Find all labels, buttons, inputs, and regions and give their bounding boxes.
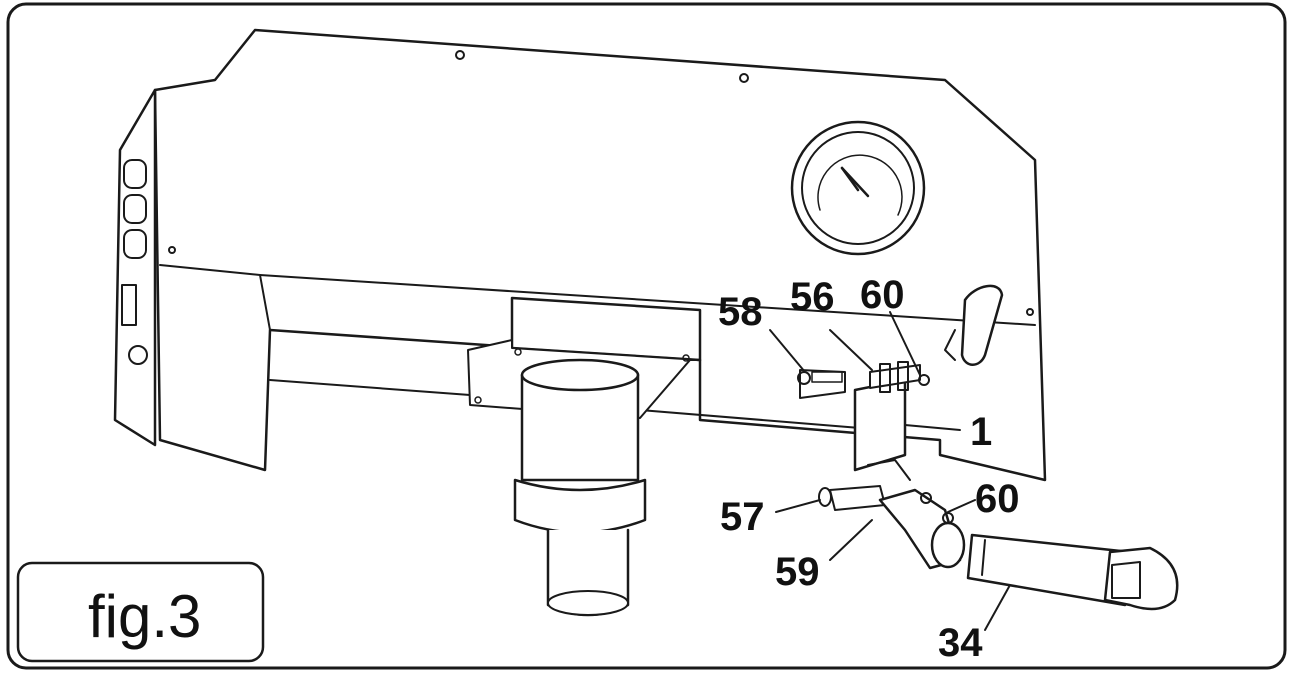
- callout-1: 1: [970, 410, 992, 454]
- valve-block: [797, 361, 930, 472]
- callout-57: 57: [720, 495, 765, 539]
- pressure-gauge: [790, 120, 926, 256]
- figure-caption-text: fig.3: [88, 583, 201, 650]
- spindle-column: [467, 296, 702, 617]
- callout-34: 34: [938, 621, 983, 665]
- callout-60-bottom: 60: [975, 477, 1020, 521]
- callout-58: 58: [718, 290, 763, 334]
- vent-slots: [121, 159, 148, 365]
- figure-frame: [6, 2, 1287, 670]
- callout-56: 56: [790, 275, 835, 319]
- pipe-fittings: [818, 459, 966, 570]
- hydraulic-cylinder: [966, 533, 1179, 611]
- figure-caption: fig.3: [16, 561, 265, 663]
- callout-59: 59: [775, 550, 820, 594]
- side-handle: [944, 284, 1004, 366]
- leader-lines: [769, 311, 1011, 631]
- callout-60-top: 60: [860, 273, 905, 317]
